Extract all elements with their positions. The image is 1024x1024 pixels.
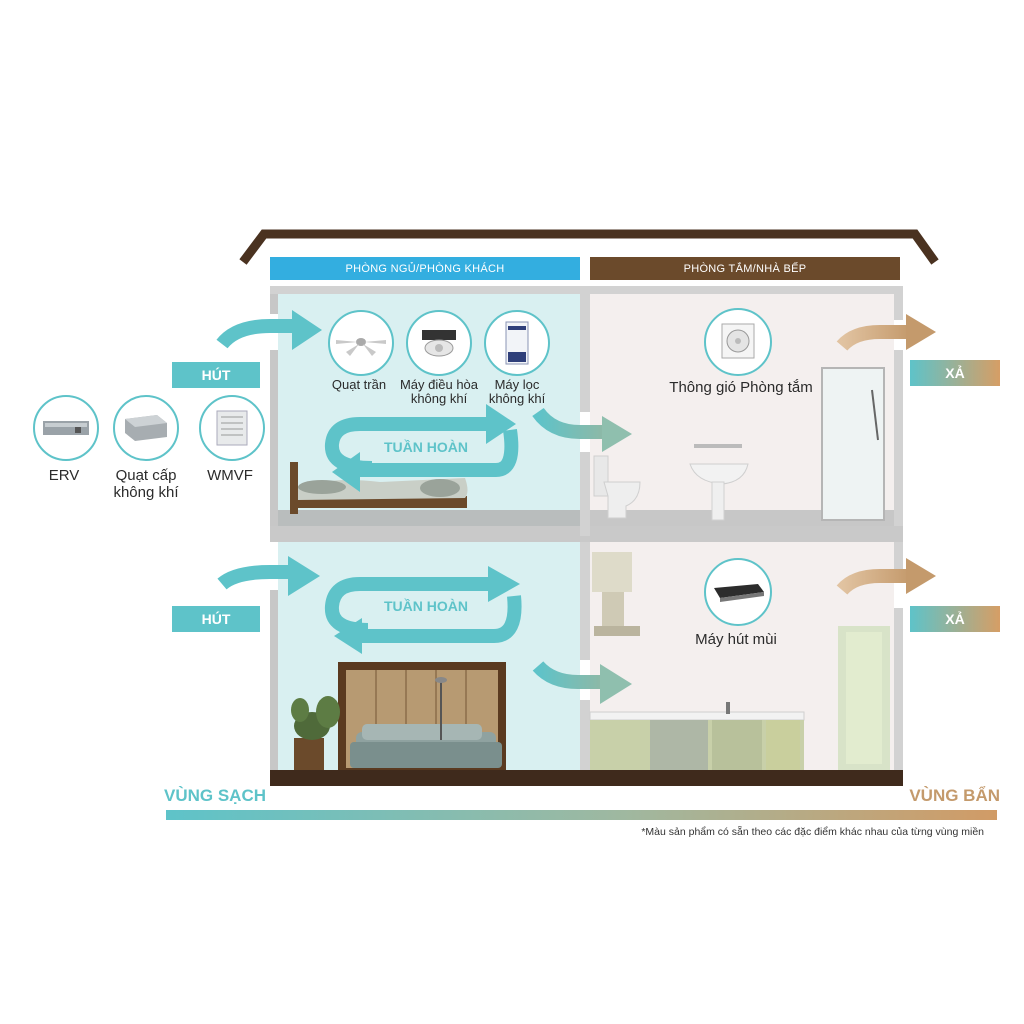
kitchen-counter — [589, 702, 805, 770]
air-purifier-label: Máy lọc không khí — [488, 377, 546, 406]
erv-label: ERV — [48, 467, 80, 484]
recirculation-label-bottom: TUẦN HOÀN — [384, 598, 468, 614]
dirty-zone-label: VÙNG BẨN — [909, 786, 1000, 805]
exhaust-arrow-top — [836, 325, 910, 351]
header-bathroom-kitchen: PHÒNG TẮM/NHÀ BẾP — [683, 263, 807, 275]
fridge — [838, 626, 890, 770]
exhaust-tag-top: XẢ — [945, 365, 965, 381]
ceiling-fan-icon — [328, 310, 394, 376]
ceiling-fan-label: Quạt trần — [331, 377, 387, 392]
middle-wall-low-bot — [580, 700, 590, 770]
intake-tag-bottom: HÚT — [201, 611, 231, 627]
bathroom-fan-icon — [704, 308, 772, 376]
air-conditioner-label: Máy điều hòa không khí — [399, 377, 479, 406]
air-supply-fan-icon — [113, 395, 179, 461]
roof — [239, 229, 939, 265]
wall-right-mid — [894, 350, 903, 578]
intake-arrow-bottom — [217, 565, 292, 590]
lamp — [435, 677, 447, 740]
range-hood-label: Máy hút mùi — [695, 631, 777, 648]
ground — [270, 770, 903, 786]
middle-wall-top — [580, 286, 590, 412]
intake-arrowhead-bottom — [288, 556, 320, 596]
sink — [689, 444, 749, 521]
clean-zone-label: VÙNG SẠCH — [164, 786, 267, 805]
bed — [290, 462, 468, 514]
air-conditioner-icon — [406, 310, 472, 376]
wall-left-low — [270, 590, 278, 780]
exhaust-arrow-bottom — [836, 569, 910, 595]
zone-gradient-bar — [166, 810, 997, 820]
wall-right-top — [894, 286, 903, 320]
kitchen-hood-shelf — [592, 552, 640, 636]
intake-arrowhead-top — [292, 310, 322, 350]
toilet — [593, 455, 641, 519]
intake-arrow-top — [216, 319, 296, 349]
recirculation-label-top: TUẦN HOÀN — [384, 439, 468, 455]
wall-left-mid — [270, 350, 278, 542]
range-hood-icon — [704, 558, 772, 626]
air-purifier-icon — [484, 310, 550, 376]
exhaust-tag-bottom: XẢ — [945, 611, 965, 627]
wall-right-low — [894, 608, 903, 780]
middle-wall-low-top — [580, 542, 590, 660]
wmvf-icon — [199, 395, 265, 461]
erv-device-icon — [33, 395, 99, 461]
shower — [821, 367, 885, 521]
middle-wall-bot — [580, 452, 590, 536]
header-bedroom-livingroom: PHÒNG NGỦ/PHÒNG KHÁCH — [345, 263, 505, 275]
plant — [291, 696, 340, 770]
intake-tag-top: HÚT — [201, 367, 231, 383]
footnote: *Màu sản phẩm có sẵn theo các đặc điểm k… — [641, 826, 984, 838]
transfer-arrow-bottom — [532, 661, 604, 689]
wmvf-label: WMVF — [207, 467, 253, 484]
air-supply-fan-label: Quạt cấp không khí — [113, 467, 179, 501]
wall-left-top — [270, 286, 278, 314]
sofa — [350, 724, 502, 768]
transfer-arrow-top — [532, 407, 606, 439]
bathroom-fan-label: Thông gió Phòng tắm — [669, 379, 813, 396]
